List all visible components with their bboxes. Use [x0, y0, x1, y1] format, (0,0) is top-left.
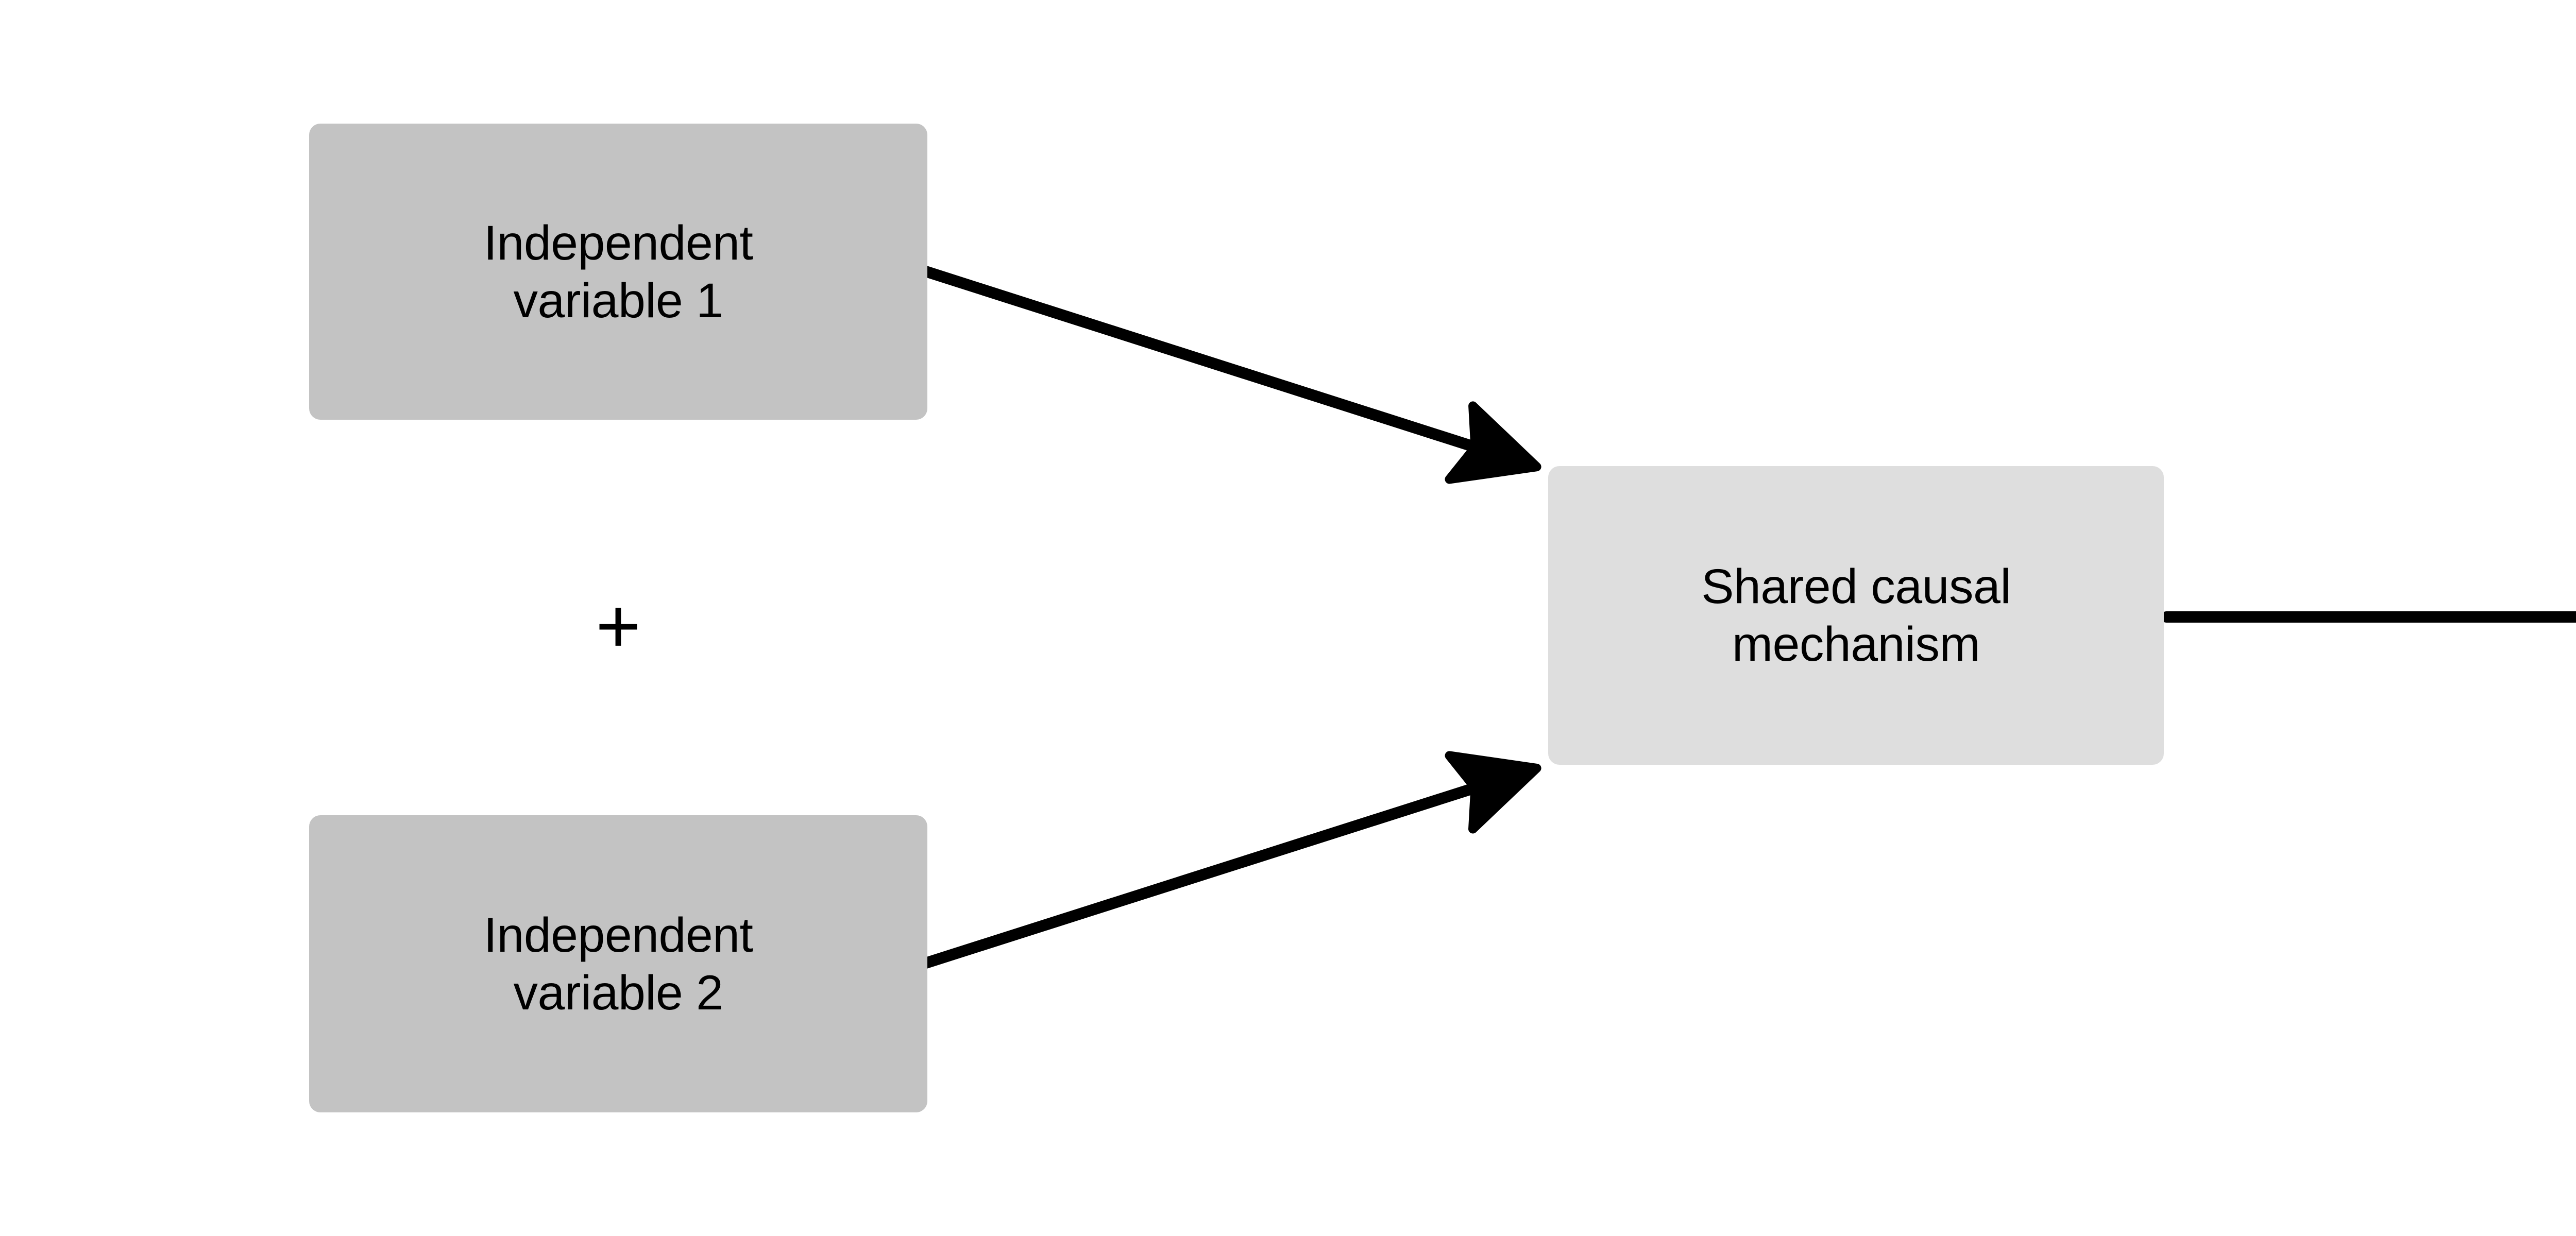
node-independent-variable-2-label: Independent variable 2: [483, 907, 753, 1020]
node-shared-causal-mechanism-label: Shared causal mechanism: [1701, 559, 2011, 672]
edge-iv1-to-mechanism: [920, 266, 1541, 484]
plus-operator-icon: +: [556, 569, 680, 682]
node-independent-variable-1-label: Independent variable 1: [483, 215, 753, 328]
plus-operator-symbol: +: [596, 582, 641, 669]
node-independent-variable-2[interactable]: Independent variable 2: [309, 815, 927, 1112]
edge-iv2-to-mechanism: [920, 751, 1541, 969]
node-shared-causal-mechanism[interactable]: Shared causal mechanism: [1548, 466, 2164, 765]
node-independent-variable-1[interactable]: Independent variable 1: [309, 124, 927, 420]
